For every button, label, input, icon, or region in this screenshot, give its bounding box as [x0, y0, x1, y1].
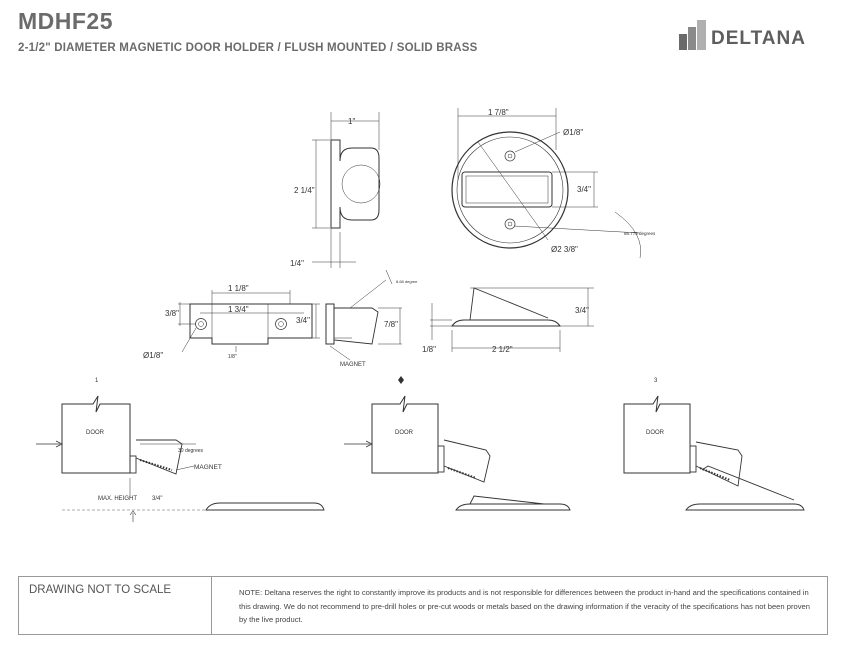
top-outer-label: Ø2 3/8"	[551, 245, 578, 254]
plate-outer-width-label: 1 1/8"	[228, 284, 249, 293]
brand-name: DELTANA	[711, 28, 806, 49]
profile-base-label: 1/8"	[422, 345, 436, 354]
step-1-door-label: DOOR	[86, 430, 105, 436]
plate-bottom-label: 1/8"	[228, 354, 237, 360]
product-description: 2-1/2" DIAMETER MAGNETIC DOOR HOLDER / F…	[18, 42, 478, 54]
plate-hole-label: Ø1/8"	[143, 351, 163, 360]
magnet-view: 8.68 degree 7/8" MAGNET	[325, 269, 418, 368]
top-view: 1 7/8" Ø1/8" 3/4" Ø2 3/8" 86.775 degrees	[451, 108, 656, 259]
scale-notice: DRAWING NOT TO SCALE	[29, 584, 172, 596]
magnet-angle-label: 8.68 degree	[396, 279, 418, 284]
profile-width-label: 2 1/2"	[492, 345, 513, 354]
top-angle-label: 86.775 degrees	[624, 231, 656, 236]
step-3-label: 3	[654, 378, 658, 384]
install-step-1: 1 DOOR 30 degrees MAGNET MAX. HEIGHT 3/4…	[36, 378, 325, 522]
step-1-label: 1	[95, 378, 99, 384]
step-1-angle-label: 30 degrees	[178, 448, 204, 454]
side-width-label: 1"	[348, 117, 355, 126]
top-diameter-label: 1 7/8"	[488, 108, 509, 117]
profile-height-label: 3/4"	[575, 306, 589, 315]
step-1-magnet-label: MAGNET	[194, 464, 222, 471]
top-hole-label: Ø1/8"	[563, 128, 583, 137]
install-step-2: DOOR	[344, 376, 571, 511]
side-view: 1" 2 1/4" 1/4"	[290, 112, 381, 268]
max-height-value: 3/4"	[152, 496, 162, 502]
magnet-label: MAGNET	[340, 362, 366, 368]
install-step-3: 3 DOOR	[623, 378, 805, 511]
logo-mark-icon	[679, 20, 706, 50]
step-2-marker-icon	[398, 376, 404, 384]
brand-logo: DELTANA	[679, 20, 829, 52]
step-3-door-label: DOOR	[646, 430, 665, 436]
plate-view: 1 1/8" 1 3/4" 3/8" 3/4" Ø1/8" 1/8"	[143, 284, 320, 360]
plate-inner-width-label: 1 3/4"	[228, 305, 249, 314]
product-code: MDHF25	[18, 8, 114, 34]
disclaimer-note: NOTE: Deltana reserves the right to cons…	[239, 588, 810, 624]
step-2-door-label: DOOR	[395, 430, 414, 436]
plate-height-label: 3/4"	[296, 316, 310, 325]
profile-view: 3/4" 1/8" 2 1/2"	[422, 287, 594, 354]
max-height-label: MAX. HEIGHT	[98, 496, 137, 502]
footer-scale-cell: DRAWING NOT TO SCALE	[19, 577, 212, 634]
top-center-label: 3/4"	[577, 185, 591, 194]
side-thickness-label: 1/4"	[290, 259, 304, 268]
technical-drawing: 1" 2 1/4" 1/4" 1 7/8" Ø1/8" 3/4" Ø2 3/8"	[36, 108, 805, 522]
plate-offset-label: 3/8"	[165, 309, 179, 318]
side-height-label: 2 1/4"	[294, 186, 315, 195]
magnet-height-label: 7/8"	[384, 320, 398, 329]
footer-box: DRAWING NOT TO SCALE NOTE: Deltana reser…	[18, 576, 828, 635]
